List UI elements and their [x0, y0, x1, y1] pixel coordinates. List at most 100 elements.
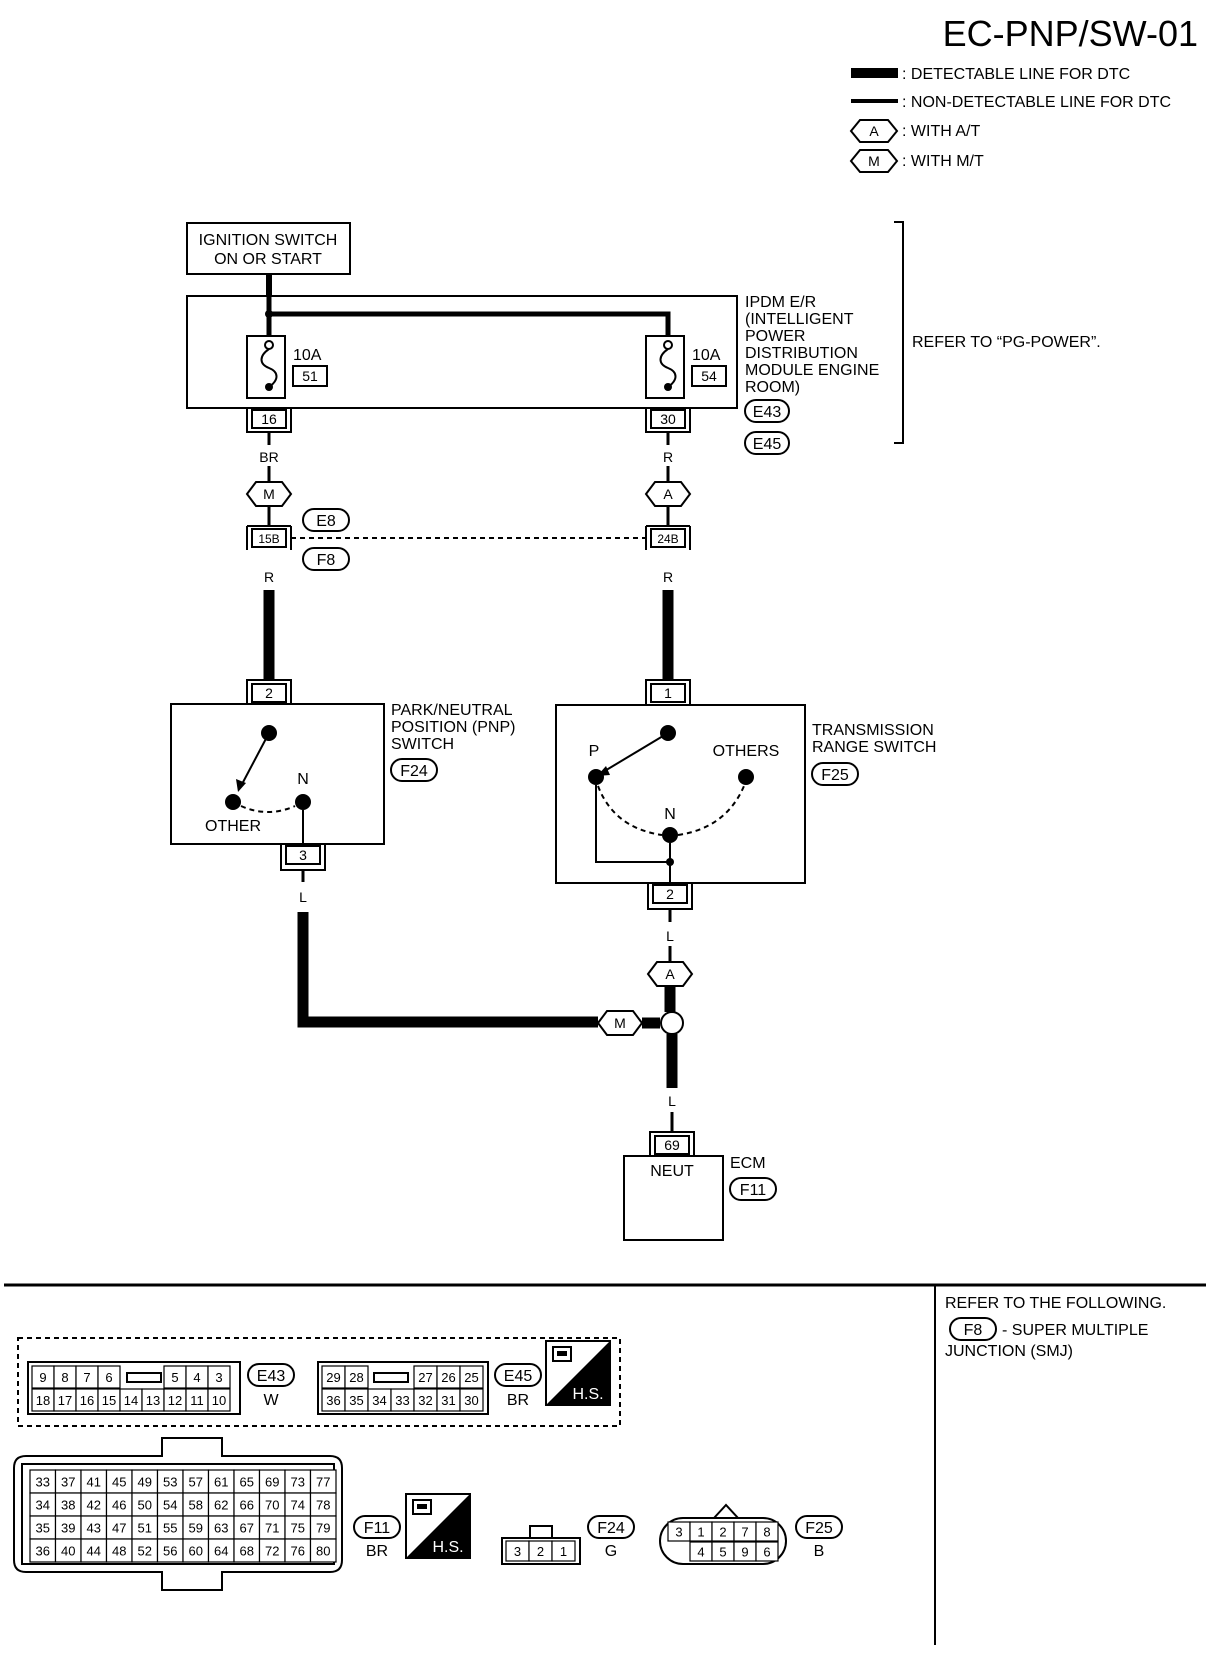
e45-pin-label: 25	[464, 1370, 478, 1385]
legend: : DETECTABLE LINE FOR DTC : NON-DETECTAB…	[849, 66, 1171, 173]
junction-e8-tag	[302, 508, 350, 532]
wire-r-left-label: R	[264, 569, 274, 585]
f25-id-tag	[795, 1515, 843, 1539]
e43-pin-label: 5	[171, 1370, 178, 1385]
f25-color: B	[814, 1543, 825, 1560]
e43-center-lock	[126, 1372, 162, 1383]
e45-color: BR	[507, 1392, 529, 1409]
wire-l-left-detectable	[297, 912, 598, 1028]
fuse-54-bottom-terminal	[664, 383, 672, 391]
tr-label-line-2: RANGE SWITCH	[812, 739, 936, 756]
wire-l-left-label: L	[299, 889, 307, 905]
f11-pin-label: 44	[87, 1544, 101, 1559]
pnp-other-terminal	[225, 794, 241, 810]
refer-f8-tag	[949, 1317, 997, 1341]
f11-pin-cell	[309, 1538, 337, 1563]
f11-pin-label: 74	[291, 1498, 305, 1513]
e45-pin-cell	[459, 1365, 484, 1389]
f24-color: G	[605, 1543, 617, 1560]
e45-pin-label: 33	[395, 1393, 409, 1408]
f11-pin-label: 33	[36, 1475, 50, 1490]
f25-pin-label: 6	[763, 1545, 770, 1560]
tr-dashed-link-left	[597, 785, 663, 836]
f11-pin-label: 43	[87, 1521, 101, 1536]
lower-mt-code: M	[614, 1015, 626, 1031]
fuse-51-element	[260, 348, 278, 388]
f25-pin-label: 5	[719, 1545, 726, 1560]
f24-pin-label: 3	[514, 1544, 521, 1559]
f11-pin-label: 48	[112, 1544, 126, 1559]
f11-id-tag	[353, 1515, 401, 1539]
junction-conn-f8: F8	[317, 552, 336, 569]
page-title: EC-PNP/SW-01	[943, 13, 1198, 54]
e43-pin-label: 10	[212, 1393, 226, 1408]
f11-pin-label: 57	[189, 1475, 203, 1490]
f24-pin-cell	[551, 1540, 576, 1562]
f11-pin-label: 54	[163, 1498, 177, 1513]
pnp-switch-arm	[240, 732, 270, 787]
f25-pin-label: 4	[697, 1545, 704, 1560]
wire-r-top-label: R	[663, 449, 673, 465]
tr-pin-2-label: 2	[666, 886, 674, 902]
junction-pin-15b: 15B	[258, 532, 279, 546]
hs-badge-top-label: H.S.	[572, 1386, 603, 1403]
f11-pin-label: 66	[240, 1498, 254, 1513]
f11-pin-label: 37	[61, 1475, 75, 1490]
legend-at-marker	[849, 119, 899, 143]
pin-16-label: 16	[261, 411, 277, 427]
ipdm-bus-node	[265, 310, 273, 318]
lower-at-marker	[646, 961, 694, 987]
ipdm-label-line-1: IPDM E/R	[745, 294, 816, 311]
f25-id: F25	[805, 1520, 833, 1537]
fuse-51-amperage: 10A	[293, 347, 322, 364]
ecm-signal-neut: NEUT	[650, 1163, 694, 1180]
tr-pin-1-bracket	[645, 679, 691, 704]
e43-pin-label: 17	[58, 1393, 72, 1408]
e43-pin-label: 12	[168, 1393, 182, 1408]
f11-pin-label: 62	[214, 1498, 228, 1513]
f25-key	[711, 1503, 741, 1519]
legend-non-detectable-text: : NON-DETECTABLE LINE FOR DTC	[902, 94, 1171, 111]
tr-switch-arm	[602, 732, 669, 773]
e45-pin-label: 29	[326, 1370, 340, 1385]
f11-pin-label: 46	[112, 1498, 126, 1513]
ecm-label: ECM	[730, 1155, 766, 1172]
hs-badge-top: H.S.	[545, 1340, 611, 1406]
hs-connector-icon-2-inner	[417, 1504, 427, 1509]
f25-pin-label: 8	[763, 1525, 770, 1540]
e43-pin-label: 11	[190, 1393, 204, 1408]
e45-pin-label: 28	[349, 1370, 363, 1385]
e45-pin-label: 32	[418, 1393, 432, 1408]
f11-pin-label: 36	[36, 1544, 50, 1559]
pnp-connector-f24: F24	[400, 763, 428, 780]
fuse-51-top-terminal	[264, 340, 274, 350]
e43-pin-label: 9	[39, 1370, 46, 1385]
f11-pin-label: 34	[36, 1498, 50, 1513]
e45-id: E45	[504, 1368, 533, 1385]
ipdm-connector-e43: E43	[753, 404, 782, 421]
f11-pin-label: 75	[291, 1521, 305, 1536]
f24-pin-label: 2	[537, 1544, 544, 1559]
ipdm-connector-e45-tag	[744, 431, 790, 455]
ecm-connector-f11-tag	[729, 1177, 777, 1201]
e43-pin-label: 13	[146, 1393, 160, 1408]
ipdm-label-line-3: POWER	[745, 328, 805, 345]
lower-at-code: A	[665, 966, 675, 982]
f11-pin-label: 35	[36, 1521, 50, 1536]
tr-p-n-internal-link	[595, 785, 670, 863]
pnp-other-label: OTHER	[205, 818, 261, 835]
e43-color: W	[263, 1392, 279, 1409]
e43-pin-cell	[207, 1365, 231, 1389]
e43-pin-label: 16	[80, 1393, 94, 1408]
e45-pin-cell	[459, 1388, 484, 1412]
e43-pin-label: 14	[124, 1393, 138, 1408]
f11-pin-label: 69	[265, 1475, 279, 1490]
fuse-54-top-terminal	[663, 340, 673, 350]
fuse-54-element	[659, 348, 677, 388]
f25-pin-label: 3	[675, 1525, 682, 1540]
tr-pin-1-label: 1	[664, 685, 672, 701]
f11-pin-label: 59	[189, 1521, 203, 1536]
e43-pin-label: 7	[83, 1370, 90, 1385]
